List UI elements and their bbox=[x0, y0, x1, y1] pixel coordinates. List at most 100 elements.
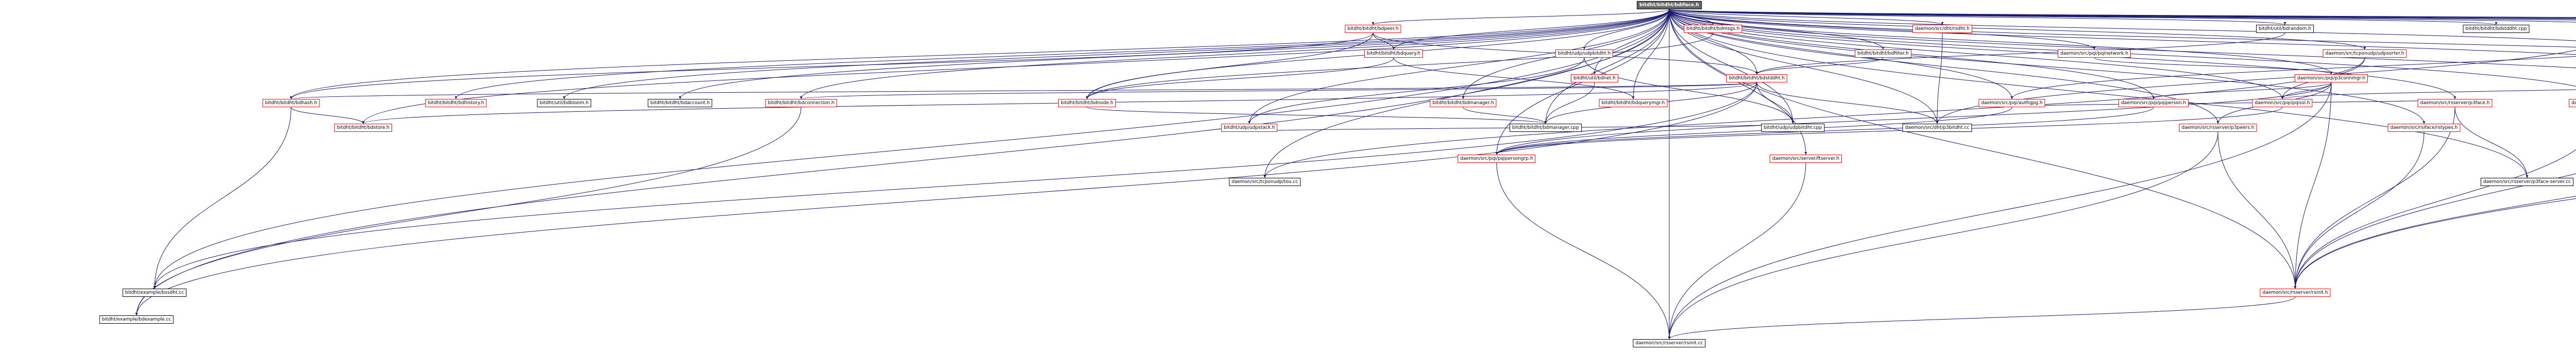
graph-node[interactable]: daemon/src/dht/rsdht.h bbox=[1912, 25, 1972, 33]
graph-node[interactable]: daemon/src/pqi/pqipersongrp.h bbox=[1458, 155, 1536, 163]
include-edge bbox=[1755, 32, 2285, 75]
graph-node[interactable]: bitdht/bitdht/bdaccount.h bbox=[648, 99, 713, 107]
include-edge bbox=[1086, 32, 1374, 99]
include-edge bbox=[2094, 57, 2333, 75]
include-edge bbox=[800, 82, 1757, 99]
include-edge bbox=[1669, 9, 2576, 18]
graph-node[interactable]: bitdht/udp/udpbitdht.h bbox=[1555, 49, 1614, 58]
graph-node[interactable]: daemon/src/pqi/pqinetwork.h bbox=[2058, 49, 2131, 58]
root-node[interactable]: bitdht/bitdht/bdiface.h bbox=[1637, 1, 1702, 9]
graph-node[interactable]: bitdht/bitdht/bdmanager.cpp bbox=[1510, 124, 1582, 132]
include-edge bbox=[1544, 9, 1670, 124]
include-edge bbox=[2294, 196, 2576, 289]
include-edge bbox=[1086, 57, 1394, 99]
graph-node[interactable]: bitdht/bitdht/bdstore.h bbox=[334, 124, 393, 132]
graph-node[interactable]: daemon/src/tcponudp/tou.cc bbox=[1229, 178, 1301, 186]
include-edge bbox=[1936, 32, 1943, 124]
include-edge bbox=[1392, 9, 1670, 50]
include-edge bbox=[153, 107, 292, 289]
graph-node[interactable]: daemon/src/rsiface/rsiface.h bbox=[2569, 99, 2576, 107]
include-edge bbox=[1669, 9, 2096, 50]
include-edge bbox=[1248, 9, 1670, 124]
graph-node[interactable]: bitdht/bitdht/bdmsgs.h bbox=[1684, 25, 1742, 33]
include-edge bbox=[1669, 9, 2576, 69]
include-edge bbox=[135, 107, 802, 316]
include-edge bbox=[2294, 82, 2332, 289]
include-edge bbox=[1584, 57, 1794, 124]
include-edge bbox=[135, 9, 1670, 316]
include-edge bbox=[290, 32, 1374, 99]
graph-node[interactable]: daemon/src/tcponudp/udpsorter.h bbox=[2323, 49, 2407, 58]
include-edge bbox=[1669, 9, 1944, 25]
include-edge bbox=[1495, 107, 2154, 155]
graph-node[interactable]: daemon/src/rsserver/rsinit.cc bbox=[1633, 339, 1706, 347]
include-edge bbox=[2011, 98, 2456, 108]
include-edge bbox=[563, 9, 1670, 99]
include-edge bbox=[2281, 89, 2576, 99]
graph-node[interactable]: bitdht/bitdht/bdconnection.h bbox=[765, 99, 837, 107]
include-edge bbox=[1463, 107, 1547, 124]
include-edge bbox=[1669, 9, 1794, 124]
include-edge bbox=[1086, 32, 1714, 99]
include-edge bbox=[2294, 198, 2576, 289]
graph-node[interactable]: daemon/src/pqi/p3connmgr.h bbox=[2294, 74, 2368, 82]
graph-node[interactable]: bitdht/bitdht/bdpeer.h bbox=[1345, 25, 1401, 33]
include-edge bbox=[1669, 9, 2529, 178]
graph-node[interactable]: bitdht/bitdht/bdfilter.h bbox=[1855, 49, 1911, 58]
include-edge bbox=[2294, 107, 2455, 289]
include-edge bbox=[454, 9, 1670, 99]
include-edge bbox=[2454, 107, 2529, 178]
include-edge bbox=[1669, 9, 2576, 41]
include-edge bbox=[2152, 82, 2332, 99]
include-edge bbox=[1756, 82, 1794, 124]
include-edge bbox=[2217, 131, 2297, 289]
include-edge bbox=[2010, 56, 2576, 99]
graph-node[interactable]: bitdht/bitdht/bdmanager.h bbox=[1430, 99, 1497, 107]
include-edge bbox=[1248, 57, 1585, 124]
graph-node[interactable]: bitdht/bitdht/bdhistory.h bbox=[425, 99, 487, 107]
include-edge bbox=[1669, 9, 2013, 99]
graph-node[interactable]: bitdht/example/bssdht.cc bbox=[122, 289, 187, 297]
graph-node[interactable]: bitdht/bitdht/bdstddht.cpp bbox=[2463, 25, 2530, 33]
include-edge bbox=[1669, 9, 2576, 55]
graph-node[interactable]: daemon/src/rsiface/rstypes.h bbox=[2387, 124, 2461, 132]
graph-node[interactable]: daemon/src/rsserver/p3peers.h bbox=[2179, 124, 2257, 132]
graph-node[interactable]: daemon/src/rsserver/p3face-server.cc bbox=[2480, 178, 2574, 186]
graph-node[interactable]: bitdht/util/bdbloom.h bbox=[537, 99, 591, 107]
include-edge bbox=[2294, 149, 2576, 289]
graph-node[interactable]: bitdht/bitdht/bdstddht.h bbox=[1726, 74, 1788, 82]
graph-node[interactable]: bitdht/bitdht/bdquerymgr.h bbox=[1599, 99, 1668, 107]
include-edge bbox=[1756, 82, 1939, 124]
include-edge bbox=[290, 82, 1757, 99]
graph-node[interactable]: bitdht/util/bdrandom.h bbox=[2256, 25, 2314, 33]
include-edge bbox=[800, 9, 1670, 99]
graph-node[interactable]: bitdht/util/bdnet.h bbox=[1571, 74, 1618, 82]
include-edge bbox=[1593, 9, 1670, 75]
graph-node[interactable]: daemon/src/pqi/pqiperson.h bbox=[2118, 99, 2189, 107]
include-edge bbox=[1669, 9, 2366, 50]
graph-node[interactable]: daemon/src/rsserver/p3face.h bbox=[2417, 99, 2493, 107]
include-edge bbox=[1669, 9, 1758, 75]
graph-node[interactable]: bitdht/udp/udpstack.h bbox=[1221, 124, 1278, 132]
include-edge bbox=[1495, 107, 2283, 155]
graph-node[interactable]: daemon/src/rsserver/rsinit.h bbox=[2260, 289, 2331, 297]
include-edge bbox=[1669, 9, 2286, 25]
graph-node[interactable]: daemon/src/pqi/pqissl.h bbox=[2252, 99, 2313, 107]
graph-node[interactable]: daemon/src/dht/p3bitdht.cc bbox=[1902, 124, 1972, 132]
include-edge bbox=[1668, 82, 2332, 340]
include-edge bbox=[291, 107, 365, 124]
graph-node[interactable]: daemon/src/pqi/authgpg.h bbox=[1978, 99, 2045, 107]
graph-node[interactable]: bitdht/bitdht/bdquery.h bbox=[1364, 49, 1423, 58]
graph-node[interactable]: bitdht/udp/udpbitdht.cpp bbox=[1761, 124, 1825, 132]
graph-node[interactable]: bitdht/bitdht/bdnode.h bbox=[1058, 99, 1116, 107]
graph-node[interactable]: daemon/src/server/ftserver.h bbox=[1769, 155, 1842, 163]
include-edge bbox=[2281, 82, 2332, 99]
include-edge bbox=[1393, 57, 1635, 99]
include-edge bbox=[2294, 131, 2425, 289]
graph-node[interactable]: bitdht/bitdht/bdhash.h bbox=[262, 99, 320, 107]
include-edge bbox=[1668, 131, 2218, 340]
include-edge bbox=[1669, 9, 2576, 47]
graph-node[interactable]: bitdht/example/bdexample.cc bbox=[99, 315, 174, 324]
include-edge bbox=[1755, 57, 1884, 75]
